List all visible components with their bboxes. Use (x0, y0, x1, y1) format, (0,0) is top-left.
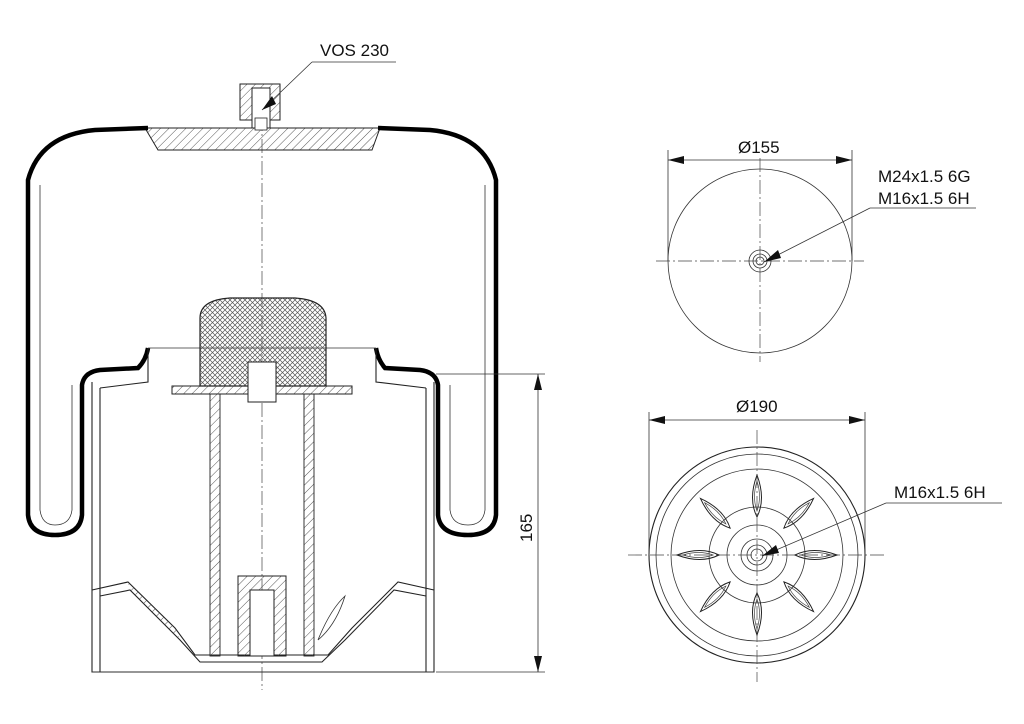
central-tube (209, 393, 315, 657)
bellows-outline-right (373, 125, 499, 538)
valve-label: VOS 230 (320, 41, 389, 60)
valve-callout: VOS 230 (261, 41, 396, 111)
rib-petal-inner (787, 585, 811, 609)
rib-petal-inner (754, 597, 760, 631)
height-dimension: 165 (436, 373, 545, 673)
bottom-insert (237, 575, 287, 657)
top-plate (144, 127, 381, 151)
bottom-thread-callout: M16x1.5 6H (761, 483, 1002, 557)
top-thread-2-label: M16x1.5 6H (878, 189, 970, 208)
rib-petal-inner (787, 501, 811, 525)
rib-petal (752, 473, 762, 519)
top-thread-callout: M24x1.5 6G M16x1.5 6H (763, 167, 976, 263)
side-section-view: VOS 230 165 (25, 41, 545, 690)
bottom-view: Ø190 M16x1.5 6H (628, 397, 1002, 682)
piston (91, 347, 435, 673)
rib-petal (699, 581, 731, 613)
rib-pattern (675, 473, 839, 637)
rib-petal-inner (681, 552, 715, 558)
bottom-thread-label: M16x1.5 6H (894, 483, 986, 502)
rib-petal-inner (799, 552, 833, 558)
top-view: Ø155 M24x1.5 6G M16x1.5 6H (656, 138, 976, 362)
rib-petal (793, 550, 839, 560)
rib-petal-inner (703, 585, 727, 609)
rib-petal (783, 497, 815, 529)
rib-petal-inner (754, 479, 760, 513)
bottom-diameter-label: Ø190 (736, 397, 778, 416)
bellows-outline-left (25, 125, 151, 538)
rib-petal (675, 550, 721, 560)
valve-fitting (239, 83, 281, 131)
rib-petal (783, 581, 815, 613)
top-diameter-dimension: Ø155 (667, 138, 853, 261)
top-thread-1-label: M24x1.5 6G (878, 167, 971, 186)
top-diameter-label: Ø155 (738, 138, 780, 157)
rib-petal (752, 591, 762, 637)
rib-petal-inner (703, 501, 727, 525)
height-label: 165 (517, 514, 536, 542)
bump-stop (199, 297, 327, 387)
bottom-diameter-dimension: Ø190 (648, 397, 866, 555)
rib-petal (699, 497, 731, 529)
